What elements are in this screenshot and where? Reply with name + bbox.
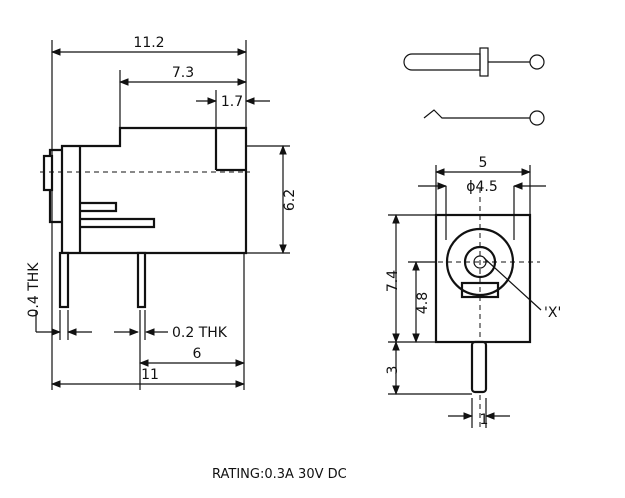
front-bottom-tab (460, 281, 500, 299)
front-inner-hole (463, 245, 497, 279)
front-center-pin (473, 255, 487, 269)
rating-text: RATING:0.3A 30V DC (212, 467, 347, 482)
side-view: 11.2 7.3 1.7 6.2 0.4 THK 0.2 THK 6 11 (26, 35, 298, 390)
callout-leader (483, 257, 542, 311)
plug-symbol (403, 53, 481, 71)
dim-center-height: 4.8 (415, 292, 431, 314)
dim-pin-spacing: 6 (193, 346, 202, 362)
dim-overall-length-bottom: 11 (141, 367, 159, 383)
dim-pin-length: 3 (385, 366, 401, 375)
front-outer-hole (445, 227, 515, 297)
dim-pin-thickness-left: 0.4 THK (26, 262, 42, 318)
dim-front-step: 1.7 (221, 94, 243, 110)
dim-pin-width: 1 (480, 412, 489, 428)
dim-height: 6.2 (282, 189, 298, 211)
side-contact-lower (80, 217, 156, 229)
dim-pin-thickness-mid: 0.2 THK (172, 325, 228, 341)
dim-overall-length-top: 11.2 (133, 35, 164, 51)
side-pin-left (58, 251, 70, 309)
front-pin (470, 340, 488, 394)
spring-terminal-circle (529, 110, 545, 126)
dim-body-to-front: 7.3 (172, 65, 194, 81)
callout-label: 'X' (544, 305, 561, 321)
dim-front-height: 7.4 (385, 270, 401, 292)
plug-terminal-circle (529, 54, 545, 70)
dim-front-width: 5 (479, 155, 488, 171)
side-contact-upper (80, 201, 118, 213)
dim-hole-diameter: ϕ4.5 (466, 179, 498, 195)
spring-symbol (423, 109, 530, 119)
schematic-symbols (403, 47, 545, 126)
front-view: 5 ϕ4.5 7.4 4.8 3 1 'X' (385, 155, 561, 428)
front-body-outline (434, 213, 532, 344)
side-body-outline (60, 126, 248, 255)
side-back-tab (42, 154, 54, 192)
side-pin-mid (136, 251, 147, 309)
